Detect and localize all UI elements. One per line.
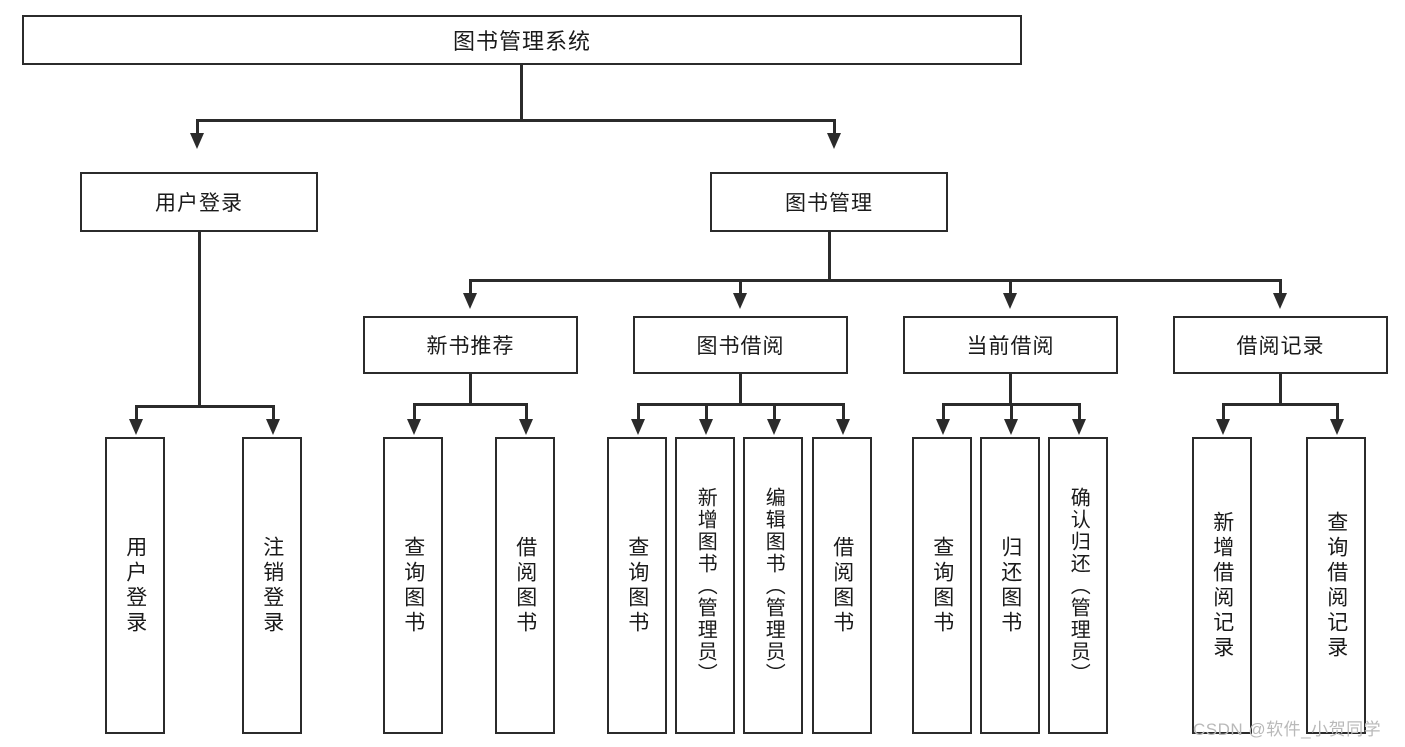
arrowhead-borrow-record — [1273, 293, 1287, 309]
arrowhead-current-borrow — [1003, 293, 1017, 309]
node-new-book-recommend[interactable]: 新书推荐 — [363, 316, 578, 374]
leaf-label: 注销登录 — [260, 535, 284, 636]
connector-book-borrow-bus — [637, 403, 845, 406]
node-book-manage[interactable]: 图书管理 — [710, 172, 948, 232]
arrowhead-nb-leaf-2 — [519, 419, 533, 435]
connector-drop-leaf-logout — [272, 405, 275, 423]
node-borrow-record[interactable]: 借阅记录 — [1173, 316, 1388, 374]
leaf-cb-confirm-return-admin[interactable]: 确认归还（管理员） — [1048, 437, 1108, 734]
leaf-cb-query-book[interactable]: 查询图书 — [912, 437, 972, 734]
connector-drop-borrow-record — [1279, 279, 1282, 298]
leaf-label: 查询图书 — [401, 535, 425, 636]
connector-drop-bb-leaf-3 — [773, 403, 776, 423]
leaf-label: 查询借阅记录 — [1324, 510, 1348, 661]
arrowhead-cb-leaf-1 — [936, 419, 950, 435]
connector-level2-bus — [469, 279, 1281, 282]
leaf-cb-return-book[interactable]: 归还图书 — [980, 437, 1040, 734]
connector-user-login-stem — [198, 232, 201, 407]
leaf-user-login[interactable]: 用户登录 — [105, 437, 165, 734]
connector-drop-book-borrow — [739, 279, 742, 298]
leaf-bb-add-book-admin[interactable]: 新增图书（管理员） — [675, 437, 735, 734]
arrowhead-br-leaf-1 — [1216, 419, 1230, 435]
connector-drop-cb-leaf-3 — [1078, 403, 1081, 423]
node-label: 借阅记录 — [1236, 335, 1325, 358]
leaf-bb-edit-book-admin[interactable]: 编辑图书（管理员） — [743, 437, 803, 734]
connector-current-borrow-stem — [1009, 374, 1012, 405]
connector-drop-cb-leaf-1 — [942, 403, 945, 423]
node-user-login[interactable]: 用户登录 — [80, 172, 318, 232]
arrowhead-book-borrow — [733, 293, 747, 309]
connector-drop-bb-leaf-4 — [842, 403, 845, 423]
connector-book-borrow-stem — [739, 374, 742, 405]
arrowhead-leaf-logout — [266, 419, 280, 435]
connector-user-login-bus — [135, 405, 275, 408]
connector-new-book-bus — [413, 403, 528, 406]
connector-drop-book-manage — [833, 119, 836, 138]
connector-drop-br-leaf-1 — [1222, 403, 1225, 423]
connector-level1-bus — [196, 119, 836, 122]
arrowhead-bb-leaf-1 — [631, 419, 645, 435]
arrowhead-cb-leaf-3 — [1072, 419, 1086, 435]
leaf-br-add-record[interactable]: 新增借阅记录 — [1192, 437, 1252, 734]
leaf-nb-query-book[interactable]: 查询图书 — [383, 437, 443, 734]
connector-drop-user-login — [196, 119, 199, 138]
leaf-label: 查询图书 — [930, 535, 954, 636]
arrowhead-nb-leaf-1 — [407, 419, 421, 435]
arrowhead-bb-leaf-3 — [767, 419, 781, 435]
connector-borrow-record-bus — [1222, 403, 1337, 406]
arrowhead-br-leaf-2 — [1330, 419, 1344, 435]
arrowhead-bb-leaf-2 — [699, 419, 713, 435]
node-book-borrow[interactable]: 图书借阅 — [633, 316, 848, 374]
connector-book-manage-stem — [828, 232, 831, 281]
leaf-label: 归还图书 — [998, 535, 1022, 636]
arrowhead-leaf-user-login — [129, 419, 143, 435]
connector-drop-br-leaf-2 — [1336, 403, 1339, 423]
leaf-label: 查询图书 — [625, 535, 649, 636]
arrowhead-cb-leaf-2 — [1004, 419, 1018, 435]
node-label: 当前借阅 — [966, 335, 1055, 358]
leaf-label: 编辑图书（管理员） — [762, 486, 785, 685]
connector-new-book-stem — [469, 374, 472, 405]
node-label: 图书借阅 — [696, 335, 785, 358]
leaf-label: 借阅图书 — [513, 535, 537, 636]
connector-drop-bb-leaf-2 — [705, 403, 708, 423]
node-root-system[interactable]: 图书管理系统 — [22, 15, 1022, 65]
leaf-bb-borrow-book[interactable]: 借阅图书 — [812, 437, 872, 734]
arrowhead-bb-leaf-4 — [836, 419, 850, 435]
connector-root-stem — [520, 65, 523, 120]
connector-drop-nb-leaf-1 — [413, 403, 416, 423]
connector-drop-leaf-user-login — [135, 405, 138, 423]
watermark-text: CSDN @软件_小贺同学 — [1193, 720, 1382, 739]
leaf-bb-query-book[interactable]: 查询图书 — [607, 437, 667, 734]
arrowhead-user-login — [190, 133, 204, 149]
node-label: 图书管理系统 — [452, 29, 591, 54]
arrowhead-new-book — [463, 293, 477, 309]
node-label: 新书推荐 — [426, 335, 515, 358]
connector-borrow-record-stem — [1279, 374, 1282, 405]
leaf-label: 新增图书（管理员） — [694, 486, 717, 685]
connector-drop-bb-leaf-1 — [637, 403, 640, 423]
connector-drop-nb-leaf-2 — [525, 403, 528, 423]
node-label: 图书管理 — [785, 192, 873, 215]
leaf-nb-borrow-book[interactable]: 借阅图书 — [495, 437, 555, 734]
leaf-br-query-record[interactable]: 查询借阅记录 — [1306, 437, 1366, 734]
connector-drop-cb-leaf-2 — [1010, 403, 1013, 423]
leaf-label: 用户登录 — [123, 535, 147, 636]
node-label: 用户登录 — [155, 192, 243, 215]
leaf-label: 确认归还（管理员） — [1067, 486, 1090, 685]
leaf-label: 新增借阅记录 — [1210, 510, 1234, 661]
leaf-label: 借阅图书 — [830, 535, 854, 636]
leaf-logout[interactable]: 注销登录 — [242, 437, 302, 734]
connector-drop-current-borrow — [1009, 279, 1012, 298]
node-current-borrow[interactable]: 当前借阅 — [903, 316, 1118, 374]
arrowhead-book-manage — [827, 133, 841, 149]
connector-drop-new-book — [469, 279, 472, 298]
